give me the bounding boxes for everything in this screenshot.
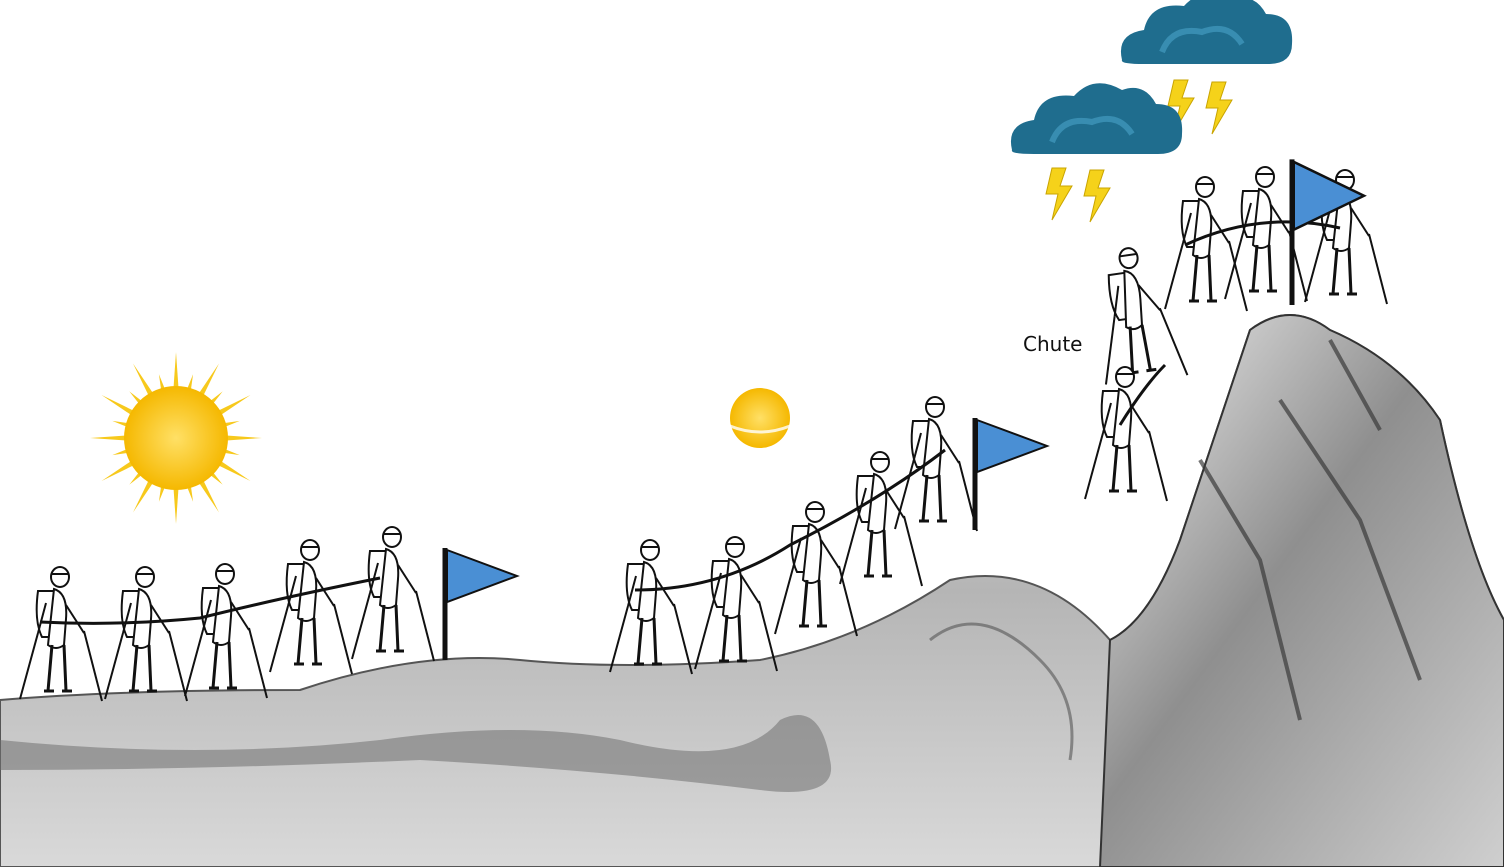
hiker-icon <box>270 540 352 674</box>
hiker-icon <box>610 540 692 674</box>
sun-icon-small <box>730 388 790 448</box>
hiker-icon <box>895 397 977 531</box>
hiker-icon <box>20 567 102 701</box>
flag-icon <box>445 548 517 660</box>
peak <box>1100 315 1504 867</box>
thunderstorm-cloud-icon <box>1011 83 1182 222</box>
hiker-icon <box>1085 367 1167 501</box>
sun-icon <box>90 352 262 524</box>
hiker-icon <box>352 527 434 661</box>
rope <box>635 450 945 590</box>
hiker-icon <box>695 537 777 671</box>
flag-icon <box>975 418 1047 530</box>
hiker-icon <box>1088 242 1188 386</box>
hiker-icon <box>185 564 267 698</box>
hiker-group-summit <box>1165 167 1387 311</box>
hiker-icon <box>1165 177 1247 311</box>
hiker-icon <box>105 567 187 701</box>
fall-label: Chute <box>1023 332 1082 356</box>
